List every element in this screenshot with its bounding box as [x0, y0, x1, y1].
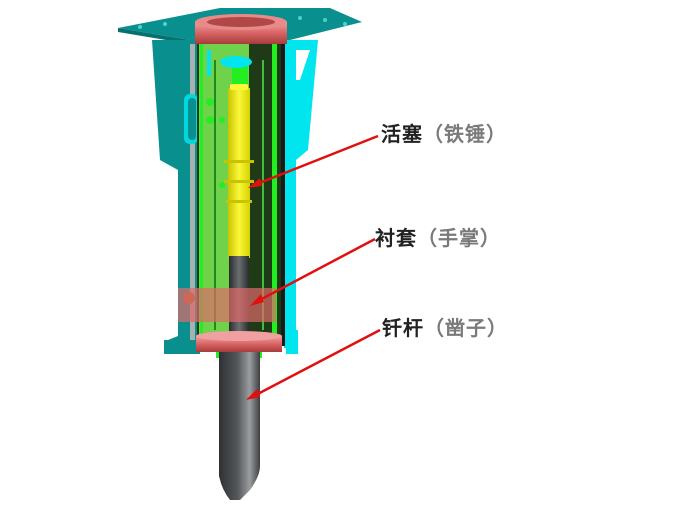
label-piston-alias: （铁锤）	[423, 122, 507, 146]
label-chisel-alias: （凿子）	[424, 316, 508, 340]
bushing-band	[178, 288, 276, 322]
arrow-bushing	[253, 237, 376, 305]
top-cap-ring	[195, 14, 287, 44]
callout-arrows	[246, 134, 381, 400]
arrow-chisel	[249, 328, 381, 400]
label-bushing: 衬套（手掌）	[375, 226, 501, 250]
piston	[224, 84, 254, 258]
label-piston-main: 活塞	[381, 122, 423, 146]
label-piston: 活塞（铁锤）	[381, 122, 507, 146]
housing-left	[152, 40, 200, 354]
label-bushing-alias: （手掌）	[417, 226, 501, 250]
label-chisel-main: 钎杆	[382, 316, 424, 340]
label-bushing-main: 衬套	[375, 226, 417, 250]
arrow-piston	[251, 134, 379, 188]
label-chisel: 钎杆（凿子）	[382, 316, 508, 340]
housing-right	[280, 36, 318, 354]
chisel	[219, 352, 260, 500]
